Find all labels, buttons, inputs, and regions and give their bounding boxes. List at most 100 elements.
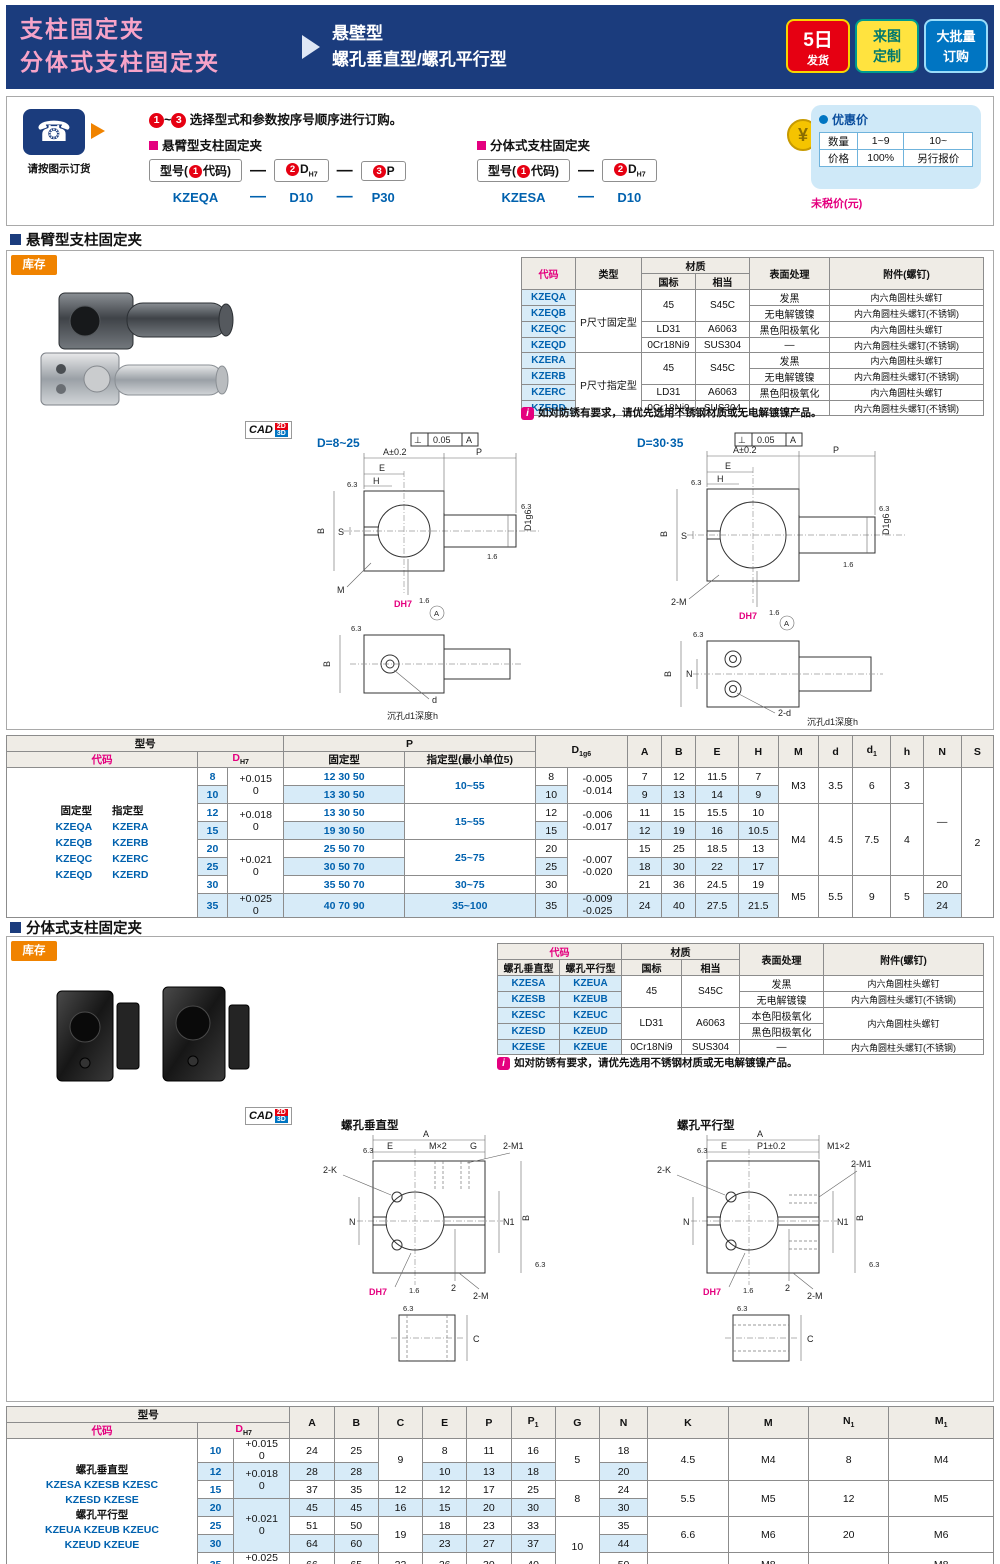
- pointing-hand-icon: [91, 123, 105, 139]
- code-cell: KZEQA: [521, 289, 576, 306]
- svg-text:6.3: 6.3: [869, 1260, 879, 1269]
- product-photo-split: [23, 965, 293, 1110]
- svg-text:P: P: [833, 445, 839, 455]
- code-cell: KZEUC: [559, 1007, 622, 1024]
- svg-text:沉孔d1深度h: 沉孔d1深度h: [387, 710, 438, 721]
- code-cell: KZEUB: [559, 991, 622, 1008]
- svg-text:N1: N1: [837, 1217, 849, 1227]
- svg-text:H: H: [373, 476, 380, 486]
- page-subtitle-line2: 螺孔垂直型/螺孔平行型: [332, 50, 507, 70]
- svg-text:E: E: [387, 1141, 393, 1151]
- svg-text:C: C: [807, 1334, 814, 1344]
- svg-text:A: A: [784, 619, 789, 628]
- spec-table-cantilever: 代码 类型 材质 表面处理 附件(螺钉) 国标相当 KZEQA P尺寸固定型 4…: [521, 257, 984, 416]
- spec-table-split: 代码 材质 表面处理 附件(螺钉) 螺孔垂直型 螺孔平行型 国标 相当 KZES…: [497, 943, 984, 1055]
- code-cell: KZEQC: [521, 321, 576, 338]
- svg-text:1.6: 1.6: [843, 560, 853, 569]
- drawing-title: D=30·35: [637, 436, 684, 450]
- cad-2d-tag: 2D: [274, 1109, 288, 1116]
- svg-text:6.3: 6.3: [691, 478, 701, 487]
- info-icon: i: [497, 1057, 510, 1070]
- svg-text:M×2: M×2: [429, 1141, 447, 1151]
- code-cell: KZERB: [521, 368, 576, 385]
- svg-text:B: B: [322, 661, 332, 667]
- svg-text:2: 2: [785, 1283, 790, 1293]
- instruction-text: 选择型式和参数按序号顺序进行订购。: [189, 113, 403, 127]
- svg-text:N: N: [349, 1217, 356, 1227]
- svg-text:6.3: 6.3: [351, 624, 361, 633]
- ship-5day-badge: 5日 发货: [786, 19, 850, 73]
- drawing-title: D=8~25: [317, 436, 360, 450]
- svg-text:DH7: DH7: [703, 1287, 721, 1297]
- svg-text:DH7: DH7: [739, 611, 757, 621]
- code-cell: KZERA: [521, 352, 576, 369]
- ship-badge-small: 发货: [807, 55, 829, 67]
- svg-text:2-K: 2-K: [657, 1165, 671, 1175]
- svg-text:⊥: ⊥: [738, 435, 746, 445]
- svg-text:A: A: [757, 1129, 763, 1139]
- code-cell: KZEUD: [559, 1023, 622, 1040]
- cad-label: CAD: [249, 424, 273, 436]
- svg-text:S: S: [338, 527, 344, 537]
- example-code: KZESA: [501, 189, 546, 205]
- svg-text:N1: N1: [503, 1217, 515, 1227]
- step-3-circle: 3: [171, 113, 187, 128]
- svg-text:S: S: [681, 531, 687, 541]
- table-row: 螺孔垂直型 KZESA KZESB KZESC KZESD KZESE 螺孔平行…: [6, 1437, 994, 1564]
- svg-text:6.3: 6.3: [403, 1304, 413, 1313]
- svg-text:d: d: [432, 695, 437, 705]
- svg-text:E: E: [721, 1141, 727, 1151]
- price-label: 价格: [819, 149, 858, 167]
- code-cell: KZERC: [521, 384, 576, 401]
- svg-text:DH7: DH7: [369, 1287, 387, 1297]
- page-title-line2: 分体式支柱固定夹: [20, 49, 220, 76]
- svg-text:E: E: [379, 463, 385, 473]
- code-cell: KZESA: [497, 975, 560, 992]
- example-d: D10: [617, 189, 642, 205]
- header-badges: 5日 发货 来图 定制 大批量 订购: [786, 19, 988, 73]
- svg-text:B: B: [521, 1215, 531, 1221]
- svg-text:A±0.2: A±0.2: [733, 445, 756, 455]
- price-box: ¥ 优惠价 数量 1~9 10~ 价格 100% 另行报价 未税价(元): [787, 105, 983, 217]
- svg-text:沉孔d1深度h: 沉孔d1深度h: [807, 716, 858, 727]
- page-subtitle-line1: 悬壁型: [332, 24, 383, 43]
- group1-title: 悬臂型支柱固定夹: [162, 139, 263, 153]
- svg-text:6.3: 6.3: [347, 480, 357, 489]
- pink-square-icon: [477, 141, 486, 150]
- svg-text:2-M: 2-M: [671, 597, 687, 607]
- svg-text:D1g6: D1g6: [523, 509, 533, 531]
- cad-2d-tag: 2D: [274, 423, 288, 430]
- svg-text:2-K: 2-K: [323, 1165, 337, 1175]
- header-model: 型号: [5, 1406, 291, 1423]
- svg-text:A: A: [423, 1129, 429, 1139]
- svg-text:A: A: [466, 435, 472, 445]
- svg-text:2-M: 2-M: [807, 1291, 823, 1301]
- drawing-split-vertical: 螺孔垂直型 A E M×2 G 2-M1 2-K N N1 B DH7 1.6 …: [323, 1118, 545, 1362]
- cad-3d-tag: 3D: [274, 430, 288, 437]
- price-table: 数量 1~9 10~ 价格 100% 另行报价: [819, 132, 973, 167]
- stock-badge: 库存: [11, 255, 57, 275]
- svg-text:6.3: 6.3: [737, 1304, 747, 1313]
- svg-text:2-M: 2-M: [473, 1291, 489, 1301]
- example-d: D10: [289, 189, 314, 205]
- dimension-table-split: 型号 A B C E P P1 G N K M N1 M1 代码 DH7 螺孔垂…: [5, 1406, 994, 1564]
- section2-heading: 分体式支柱固定夹: [10, 917, 142, 938]
- dimension-table-cantilever: 型号 P D1g6 A B E H M d d1 h N S 代码 DH7 固定…: [5, 735, 995, 919]
- ordering-instruction: 1~3 选择型式和参数按序号顺序进行订购。: [149, 109, 402, 128]
- svg-text:P: P: [476, 447, 482, 457]
- svg-text:B: B: [663, 671, 673, 677]
- svg-text:1.6: 1.6: [743, 1286, 753, 1295]
- navy-square-icon: [10, 234, 21, 245]
- svg-text:6.3: 6.3: [693, 630, 703, 639]
